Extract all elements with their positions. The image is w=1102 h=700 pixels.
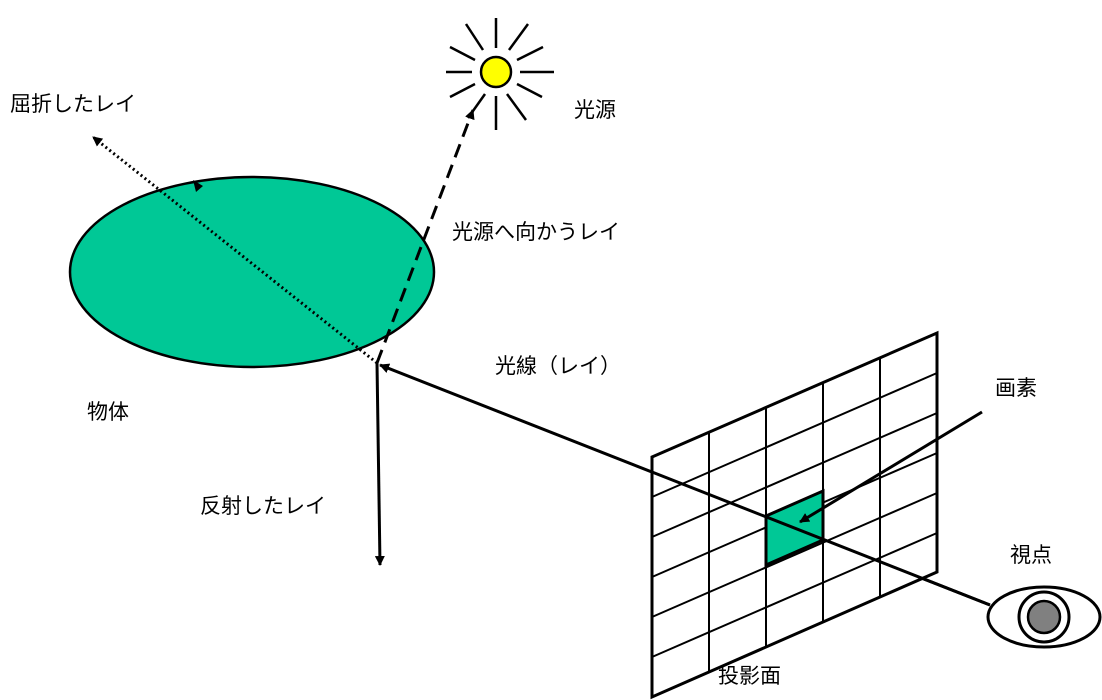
ray-to-light-line (375, 109, 475, 364)
refraction-point-arrowhead (193, 180, 203, 192)
grid-line-horizontal (651, 532, 938, 658)
grid-line-horizontal (651, 372, 938, 498)
object-ellipse (68, 175, 436, 369)
projection-plane-label: 投影面 (718, 664, 781, 688)
projection-plane (650, 330, 939, 700)
light-source-label: 光源 (574, 98, 616, 122)
refracted-ray-label: 屈折したレイ (10, 92, 136, 116)
reflected-ray-label: 反射したレイ (200, 494, 326, 518)
ray-label: 光線（レイ） (495, 354, 621, 378)
viewpoint-label: 視点 (1010, 543, 1052, 567)
sun-icon (446, 18, 554, 130)
reflected-ray-line (374, 362, 385, 566)
ray-to-light-label: 光源へ向かうレイ (452, 220, 620, 244)
object-label: 物体 (87, 400, 129, 424)
grid-line-horizontal (651, 492, 938, 618)
eye-icon (986, 585, 1102, 649)
grid-line-horizontal (651, 412, 938, 538)
primary-ray-through-plane (651, 470, 991, 607)
refracted-ray-line (92, 135, 378, 365)
pixel-label: 画素 (995, 376, 1037, 400)
pixel-pointer-arrow (799, 410, 983, 524)
